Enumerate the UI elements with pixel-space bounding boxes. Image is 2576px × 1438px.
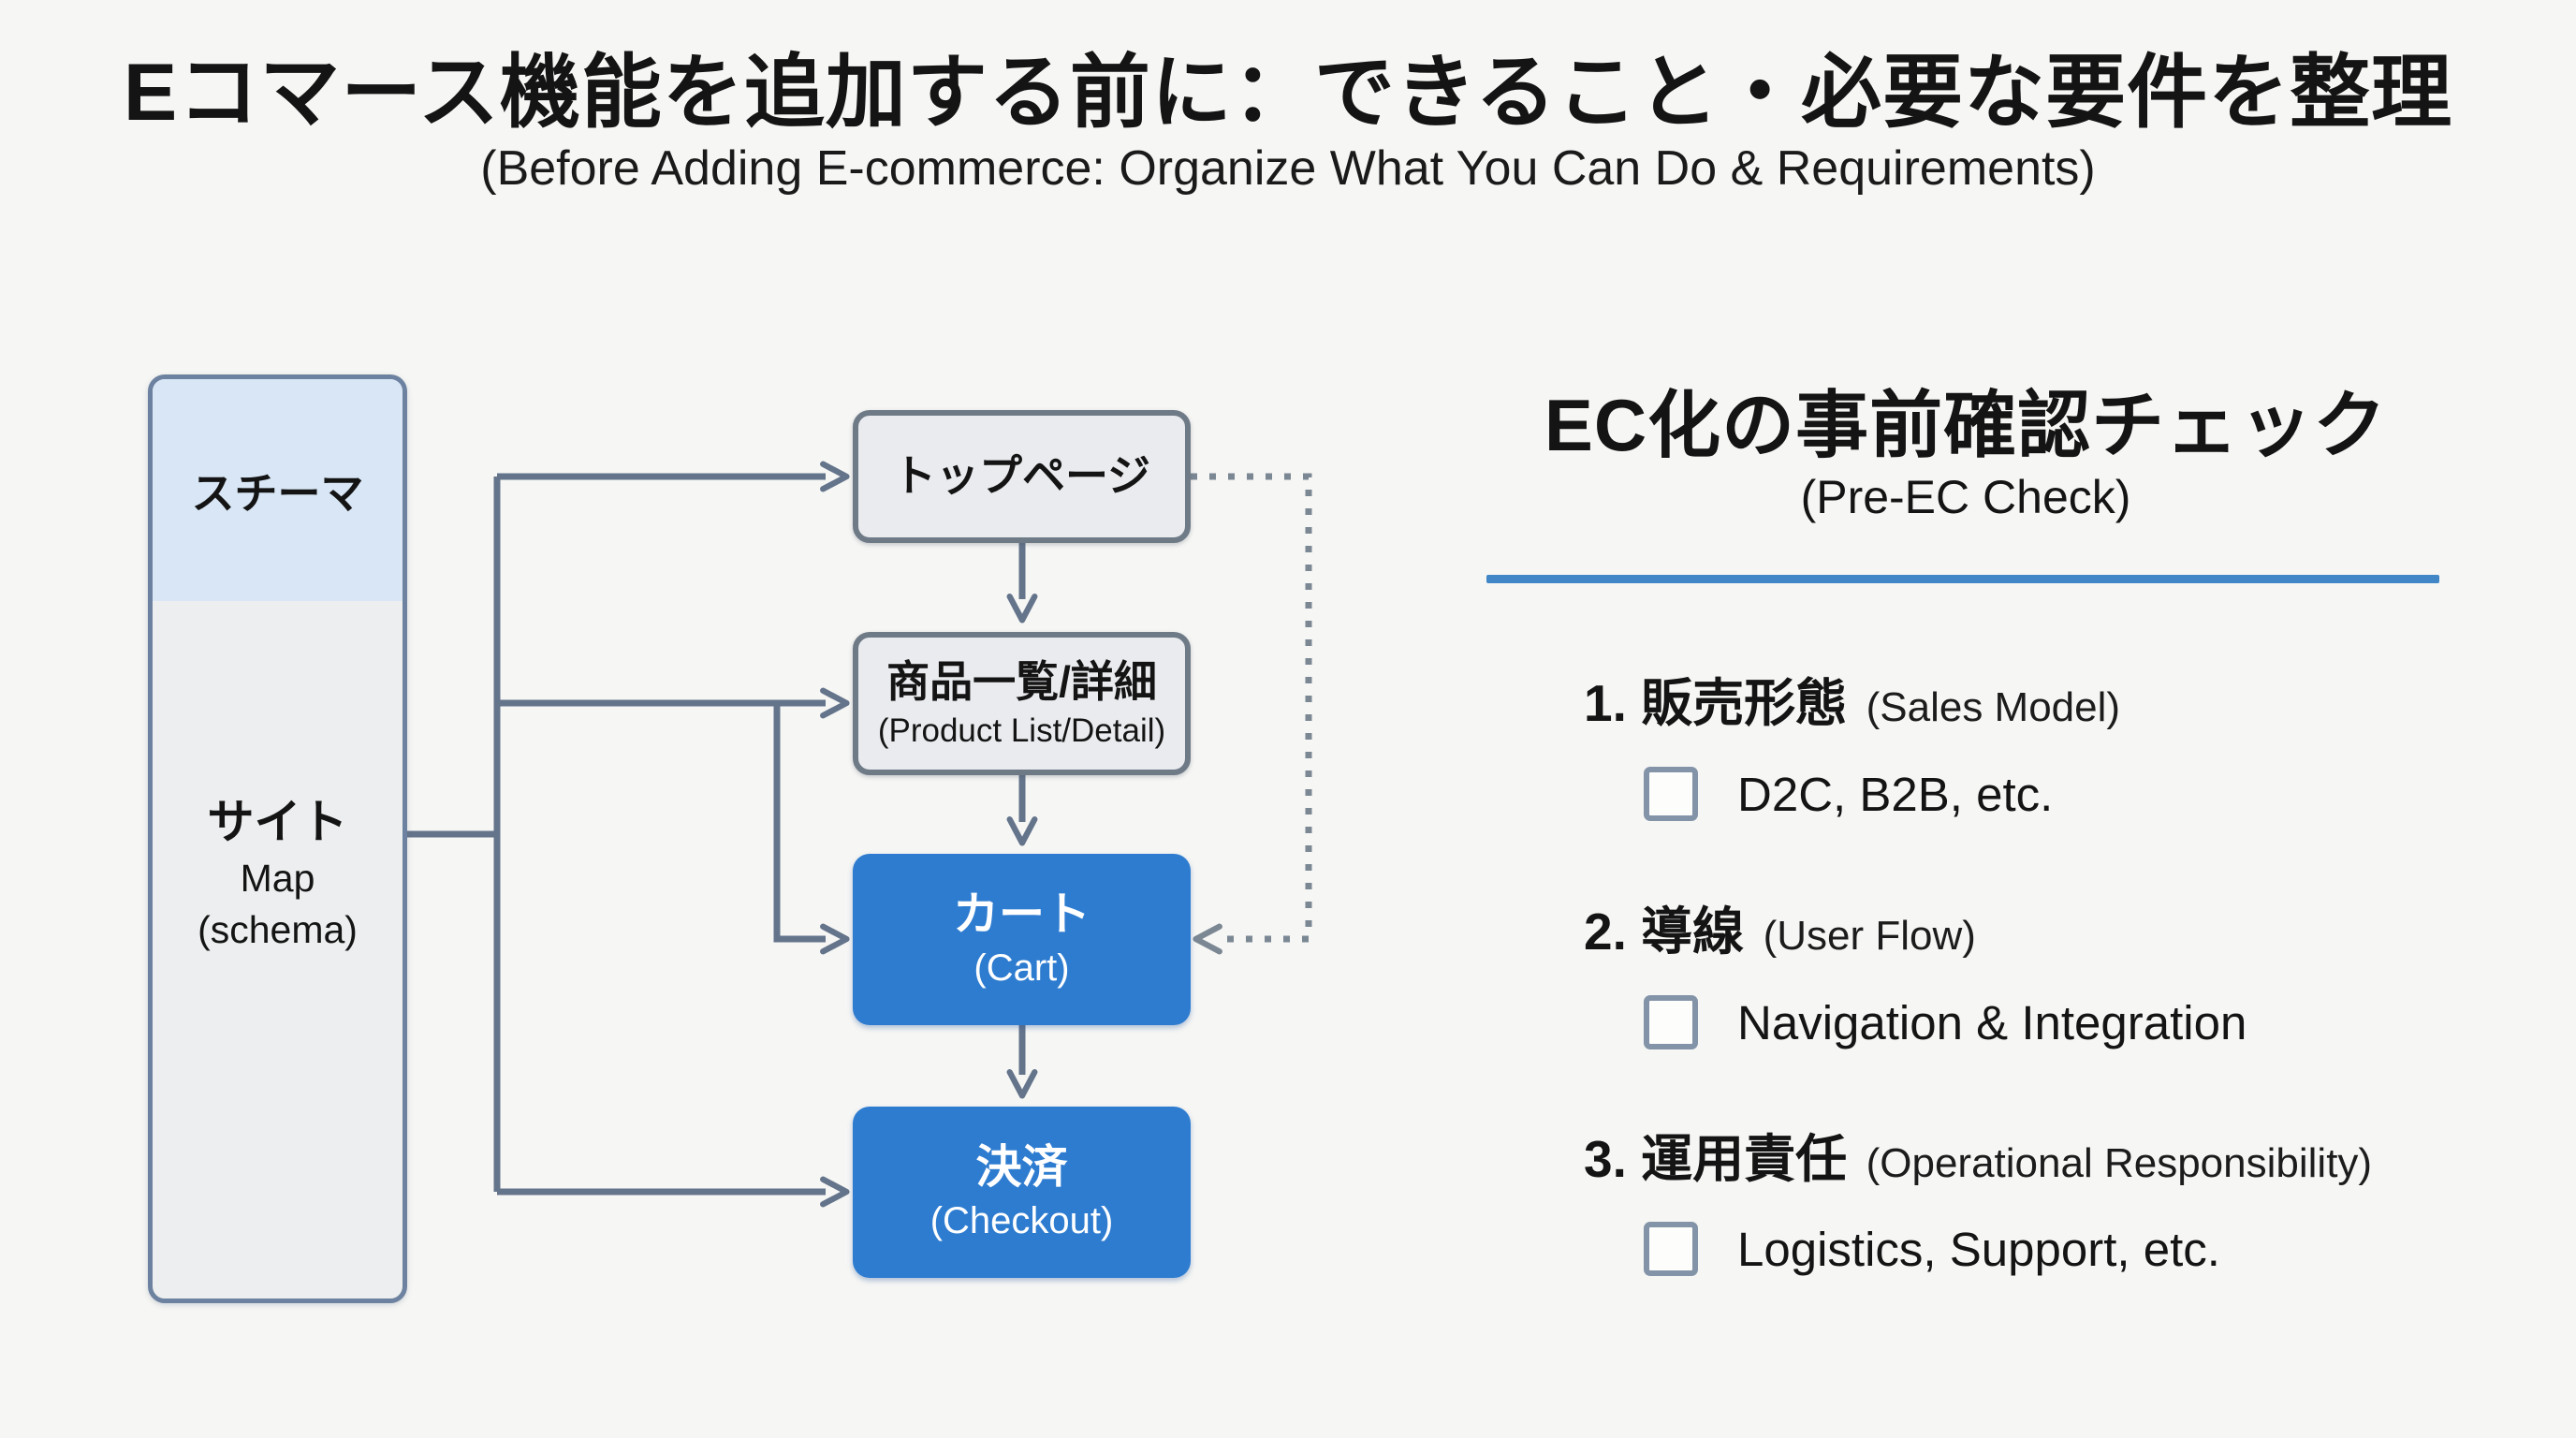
flow-node-top-page-label: トップページ <box>892 451 1151 501</box>
sitemap-body-label: サイト Map (schema) <box>153 791 402 956</box>
sitemap-label-sub: (schema) <box>198 908 358 951</box>
flow-node-checkout-label-en: (Checkout) <box>929 1200 1114 1242</box>
edge-dotted-top-page-loop <box>1191 473 1312 939</box>
flow-node-cart: カート (Cart) <box>853 854 1191 1025</box>
sitemap-box: スチーマ サイト Map (schema) <box>148 374 407 1303</box>
flow-node-product-label-en: (Product List/Detail) <box>877 712 1166 749</box>
checklist-subtitle: (Pre-EC Check) <box>1800 471 2131 523</box>
checklist-item-sales-model: 1. 販売形態 (Sales Model) <box>1584 672 2120 734</box>
checkbox-user-flow-label: Navigation & Integration <box>1737 995 2247 1049</box>
checklist-item-operational-label-en: (Operational Responsibility) <box>1866 1140 2373 1186</box>
page-title: Eコマース機能を追加する前に：できること・必要な要件を整理 <box>123 48 2453 138</box>
edge-branch-to-cart <box>773 703 850 955</box>
checkbox-operational[interactable] <box>1644 1222 1698 1276</box>
checklist-row-user-flow: Navigation & Integration <box>1644 995 2247 1049</box>
flow-node-product-label-jp: 商品一覧/詳細 <box>886 657 1157 706</box>
checklist-item-operational-responsibility: 3. 運用責任 (Operational Responsibility) <box>1584 1128 2372 1190</box>
checkbox-sales-model[interactable] <box>1644 767 1698 821</box>
sitemap-label-en: Map <box>240 857 315 900</box>
checklist-item-sales-model-label-en: (Sales Model) <box>1866 684 2121 730</box>
checklist-item-user-flow-label-en: (User Flow) <box>1763 913 1976 959</box>
checklist-item-operational-label-jp: 3. 運用責任 <box>1584 1130 1848 1188</box>
checkbox-operational-label: Logistics, Support, etc. <box>1737 1222 2220 1276</box>
flow-node-product-list: 商品一覧/詳細 (Product List/Detail) <box>853 632 1191 775</box>
flow-node-cart-label-jp: カート <box>952 888 1090 940</box>
checklist-title: EC化の事前確認チェック <box>1544 384 2388 466</box>
checklist-item-sales-model-label-jp: 1. 販売形態 <box>1584 674 1848 732</box>
checklist-item-user-flow-label-jp: 2. 導線 <box>1584 902 1745 961</box>
flow-node-checkout: 決済 (Checkout) <box>853 1107 1191 1278</box>
flow-node-checkout-label-jp: 決済 <box>975 1141 1068 1193</box>
checklist-row-operational: Logistics, Support, etc. <box>1644 1222 2220 1276</box>
sitemap-header: スチーマ <box>153 379 402 601</box>
checkbox-user-flow[interactable] <box>1644 995 1698 1049</box>
sitemap-label-jp: サイト <box>207 796 348 848</box>
checklist-row-sales-model: D2C, B2B, etc. <box>1644 767 2053 821</box>
sitemap-header-label: スチーマ <box>191 468 364 518</box>
flow-node-cart-label-en: (Cart) <box>973 947 1070 990</box>
checkbox-sales-model-label: D2C, B2B, etc. <box>1737 767 2054 821</box>
checklist-item-user-flow: 2. 導線 (User Flow) <box>1584 901 1976 962</box>
flow-node-top-page: トップページ <box>853 410 1191 543</box>
page-subtitle: (Before Adding E-commerce: Organize What… <box>480 141 2096 196</box>
checklist-divider <box>1486 575 2439 583</box>
